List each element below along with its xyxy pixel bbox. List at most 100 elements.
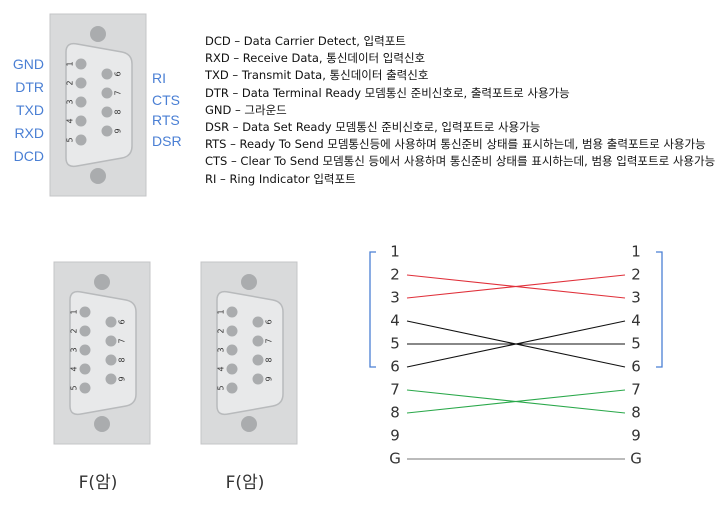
wire-8-to-7 — [406, 389, 626, 414]
bottom-left-pin-8 — [105, 354, 117, 366]
top-pin-5 — [75, 134, 87, 146]
bottom-left-pin-label-4: 4 — [70, 366, 79, 371]
label-dtr: DTR — [15, 79, 44, 95]
wire-right-pin-3: 3 — [631, 289, 641, 307]
wire-left-pin-8: 8 — [390, 404, 400, 422]
label-gnd: GND — [12, 56, 44, 72]
bottom-right-pin-label-6: 6 — [265, 319, 274, 324]
bottom-right-pin-6 — [252, 316, 264, 328]
top-pin-8 — [101, 106, 113, 118]
wire-right-pin-4: 4 — [631, 312, 641, 330]
top-pin-7 — [101, 87, 113, 99]
legend-cts: CTS – Clear To Send 모뎀통신 등에서 사용하며 통신준비 상… — [205, 154, 716, 169]
bottom-left-pin-7 — [105, 335, 117, 347]
bottom-left-pin-label-5: 5 — [70, 385, 79, 390]
bottom-left-pin-5 — [79, 382, 91, 394]
bottom-left-pin-label-1: 1 — [70, 309, 79, 314]
top-pin-label-8: 8 — [114, 109, 123, 114]
bottom-left-pin-label-9: 9 — [118, 376, 127, 381]
legend-dsr: DSR – Data Set Ready 모뎀통신 준비신호로, 입력포트로 사… — [205, 120, 541, 135]
left-bracket — [369, 251, 376, 368]
top-pin-1 — [75, 58, 87, 70]
top-pin-3 — [75, 96, 87, 108]
right-bracket — [656, 251, 663, 368]
bottom-right-mount-hole-top — [241, 274, 257, 290]
bottom-left-pin-3 — [79, 344, 91, 356]
legend-rts: RTS – Ready To Send 모뎀통신등에 사용하며 통신준비 상태를… — [205, 137, 706, 152]
top-pin-9 — [101, 125, 113, 137]
top-mount-hole-top — [90, 26, 106, 42]
connector-caption-right: F(암) — [225, 473, 265, 493]
bottom-left-pin-label-8: 8 — [118, 357, 127, 362]
top-pin-label-5: 5 — [66, 137, 75, 142]
bottom-right-pin-9 — [252, 373, 264, 385]
signal-legend: DCD – Data Carrier Detect, 입력포트 RXD – Re… — [205, 33, 720, 188]
bottom-left-pin-label-6: 6 — [118, 319, 127, 324]
wire-right-pin-9: 9 — [631, 427, 641, 445]
bottom-right-pin-label-2: 2 — [217, 328, 226, 333]
bottom-left-mount-hole-bottom — [94, 416, 110, 432]
legend-dtr: DTR – Data Terminal Ready 모뎀통신 준비신호로, 출력… — [205, 85, 570, 100]
wire-right-pin-G: G — [630, 450, 642, 468]
top-pin-label-1: 1 — [66, 61, 75, 66]
label-dsr: DSR — [152, 133, 182, 149]
wire-left-pin-2: 2 — [390, 266, 400, 284]
top-pin-label-9: 9 — [114, 128, 123, 133]
label-rts: RTS — [152, 112, 180, 128]
bottom-right-pin-label-3: 3 — [217, 347, 226, 352]
wire-right-pin-5: 5 — [631, 335, 641, 353]
bottom-right-pin-3 — [226, 344, 238, 356]
wire-right-pin-8: 8 — [631, 404, 641, 422]
legend-ri: RI – Ring Indicator 입력포트 — [205, 171, 356, 186]
bottom-right-connector: 1 2 3 4 5 6 7 8 9 — [200, 261, 298, 445]
bottom-right-pin-8 — [252, 354, 264, 366]
top-pin-label-2: 2 — [66, 80, 75, 85]
wire-right-pin-7: 7 — [631, 381, 641, 399]
bottom-left-pin-1 — [79, 306, 91, 318]
wire-left-pin-7: 7 — [390, 381, 400, 399]
legend-txd: TXD – Transmit Data, 통신데이터 출력신호 — [205, 68, 429, 83]
wire-left-pin-4: 4 — [390, 312, 400, 330]
top-pin-label-6: 6 — [114, 71, 123, 76]
top-mount-hole-bottom — [90, 168, 106, 184]
bottom-left-pin-label-7: 7 — [118, 338, 127, 343]
legend-dcd: DCD – Data Carrier Detect, 입력포트 — [205, 34, 406, 48]
bottom-right-pin-label-4: 4 — [217, 366, 226, 371]
top-pin-4 — [75, 115, 87, 127]
label-cts: CTS — [152, 92, 180, 108]
bottom-right-pin-4 — [226, 363, 238, 375]
label-rxd: RXD — [14, 125, 44, 141]
bottom-right-pin-1 — [226, 306, 238, 318]
bottom-right-pin-label-5: 5 — [217, 385, 226, 390]
bottom-right-pin-label-1: 1 — [217, 309, 226, 314]
bottom-right-pin-5 — [226, 382, 238, 394]
bottom-left-pin-4 — [79, 363, 91, 375]
bottom-right-pin-7 — [252, 335, 264, 347]
wire-6-to-4 — [406, 320, 626, 368]
bottom-left-mount-hole-top — [94, 274, 110, 290]
bottom-left-pin-6 — [105, 316, 117, 328]
wire-3-to-2 — [406, 274, 626, 299]
wire-left-pin-5: 5 — [390, 335, 400, 353]
top-pin-6 — [101, 68, 113, 80]
legend-gnd: GND – 그라운드 — [205, 102, 287, 117]
bottom-right-pin-label-8: 8 — [265, 357, 274, 362]
top-pin-label-3: 3 — [66, 99, 75, 104]
bottom-left-pin-9 — [105, 373, 117, 385]
bottom-left-pin-2 — [79, 325, 91, 337]
connector-caption-left: F(암) — [78, 473, 118, 493]
bottom-right-mount-hole-bottom — [241, 416, 257, 432]
top-pin-2 — [75, 77, 87, 89]
bottom-left-pin-label-3: 3 — [70, 347, 79, 352]
bottom-right-pin-label-7: 7 — [265, 338, 274, 343]
wire-left-pin-6: 6 — [390, 358, 400, 376]
bottom-right-pin-label-9: 9 — [265, 376, 274, 381]
bottom-right-pin-2 — [226, 325, 238, 337]
label-txd: TXD — [16, 102, 44, 118]
wire-right-pin-6: 6 — [631, 358, 641, 376]
